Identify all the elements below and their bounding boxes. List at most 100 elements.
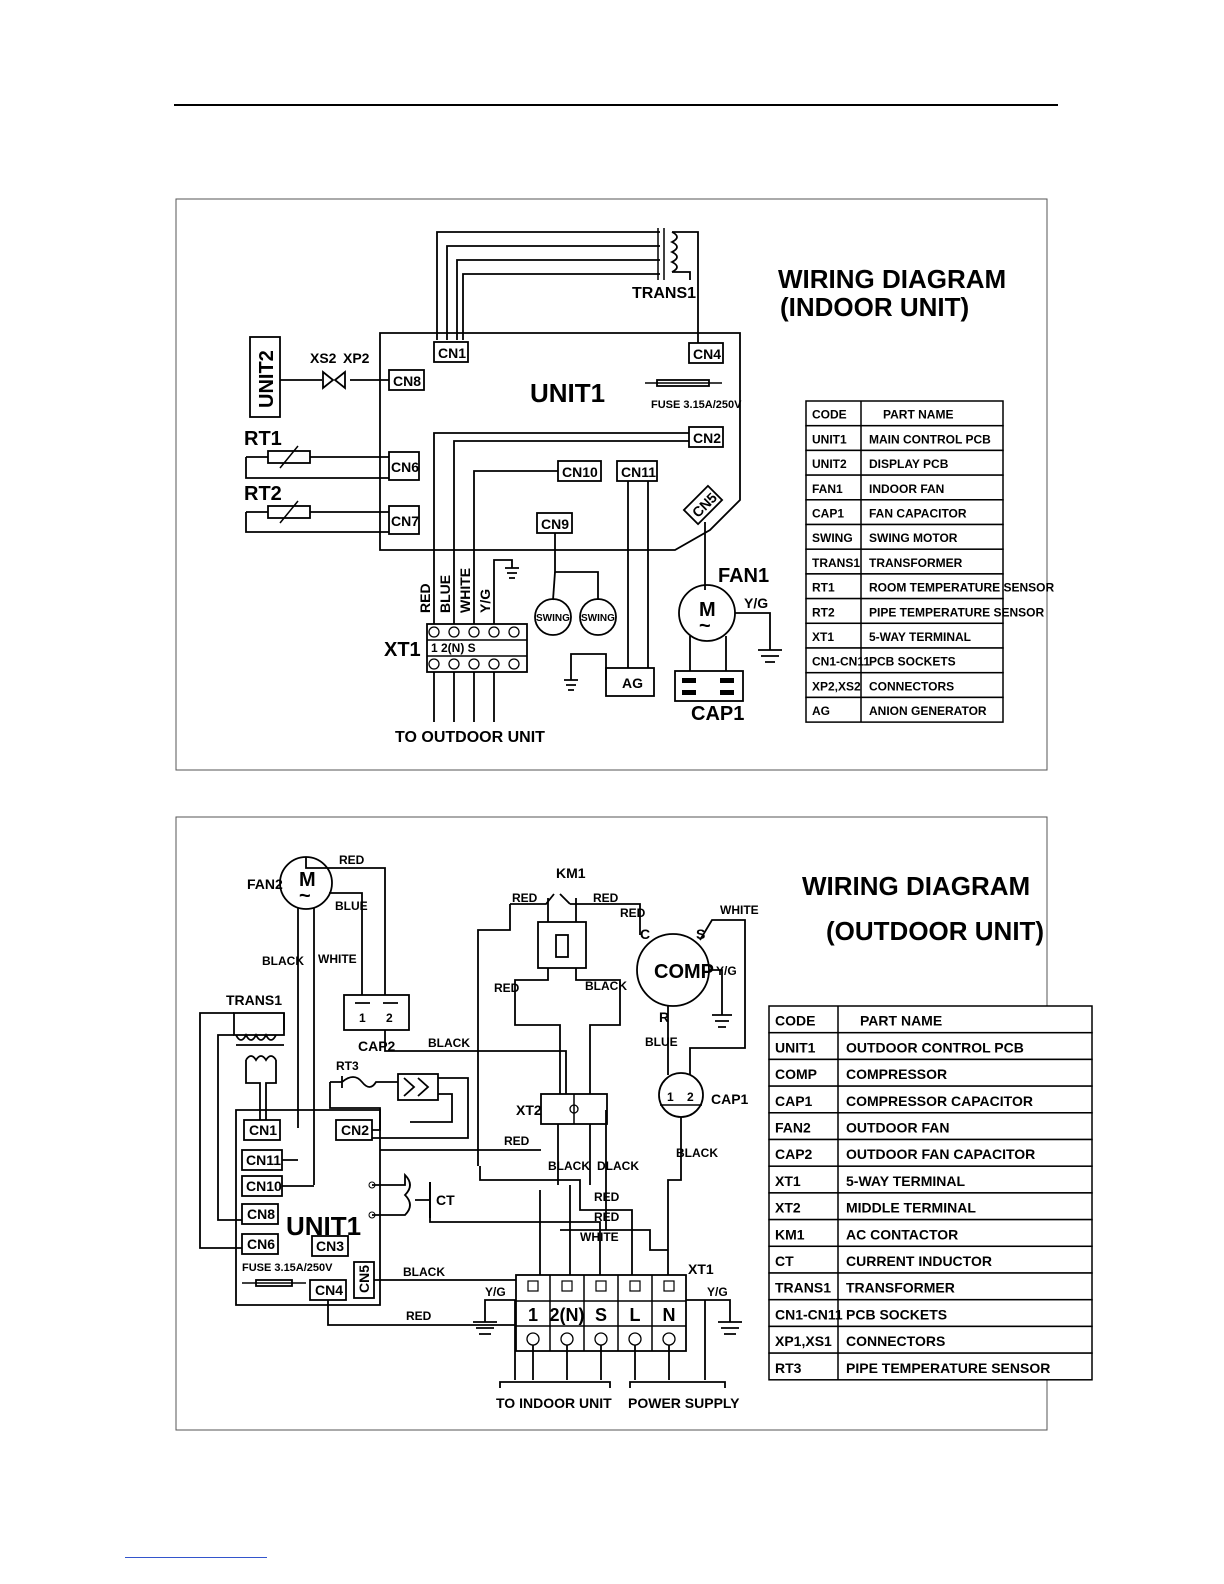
indoor-table-name-cell: 5-WAY TERMINAL bbox=[869, 630, 971, 644]
outdoor-km1-black: BLACK bbox=[585, 979, 627, 993]
outdoor-cn8 bbox=[241, 1203, 279, 1225]
outdoor-cn10-label: CN10 bbox=[246, 1178, 282, 1194]
indoor-fan1-label: FAN1 bbox=[718, 565, 769, 587]
outdoor-table-name-cell: CONNECTORS bbox=[846, 1333, 945, 1349]
indoor-fan1-yg-label: Y/G bbox=[744, 595, 768, 611]
indoor-cn2 bbox=[688, 426, 724, 448]
xt1-top-pin bbox=[629, 1280, 641, 1292]
outdoor-cn6-label: CN6 bbox=[247, 1236, 275, 1252]
outdoor-comp-red: RED bbox=[620, 906, 646, 920]
outdoor-ct-label: CT bbox=[436, 1192, 455, 1208]
outdoor-xt1-yg-left: Y/G bbox=[485, 1285, 506, 1299]
indoor-table-code-cell: FAN1 bbox=[812, 482, 843, 496]
outdoor-trans1-label: TRANS1 bbox=[226, 992, 282, 1008]
indoor-table-code-cell: UNIT1 bbox=[812, 432, 847, 446]
outdoor-cap2 bbox=[343, 994, 410, 1031]
outdoor-xt2-black: BLACK bbox=[548, 1159, 590, 1173]
indoor-cap1-label: CAP1 bbox=[691, 703, 744, 725]
xt1-terminal-label: 1 bbox=[528, 1305, 538, 1325]
outdoor-cn5-label: CN5 bbox=[356, 1265, 372, 1293]
indoor-cn6-label: CN6 bbox=[391, 459, 419, 475]
indoor-rt1-label: RT1 bbox=[244, 428, 282, 450]
indoor-unit2-label: UNIT2 bbox=[256, 350, 278, 408]
outdoor-cn3 bbox=[311, 1235, 349, 1257]
indoor-cn7 bbox=[388, 505, 420, 535]
indoor-xt1-label: XT1 bbox=[384, 639, 421, 661]
outdoor-table-name-cell: OUTDOOR FAN CAPACITOR bbox=[846, 1146, 1035, 1162]
indoor-table-name-cell: CONNECTORS bbox=[869, 679, 954, 693]
indoor-cn9-label: CN9 bbox=[541, 516, 569, 532]
indoor-cn1 bbox=[433, 341, 469, 363]
outdoor-xt1-terminal bbox=[515, 1274, 687, 1352]
indoor-wire-white-label: WHITE bbox=[457, 568, 473, 613]
outdoor-cn5-black: BLACK bbox=[403, 1265, 445, 1279]
indoor-table-code-cell: XT1 bbox=[812, 630, 834, 644]
indoor-table-name-cell: PIPE TEMPERATURE SENSOR bbox=[869, 605, 1044, 619]
outdoor-to-indoor-label: TO INDOOR UNIT bbox=[496, 1395, 612, 1411]
outdoor-title-line1: WIRING DIAGRAM bbox=[802, 871, 1030, 901]
outdoor-cap2-pin1: 1 bbox=[359, 1011, 366, 1025]
indoor-cn11 bbox=[616, 460, 658, 482]
outdoor-wiring-diagram: WIRING DIAGRAM (OUTDOOR UNIT) M ~ FAN2 R… bbox=[175, 816, 1093, 1431]
indoor-to-outdoor-label: TO OUTDOOR UNIT bbox=[395, 729, 545, 746]
outdoor-table-header-code: CODE bbox=[775, 1013, 815, 1029]
outdoor-comp-s: S bbox=[696, 926, 705, 942]
indoor-cn10-label: CN10 bbox=[562, 464, 598, 480]
indoor-cn1-label: CN1 bbox=[438, 345, 466, 361]
indoor-table-code-cell: XP2,XS2 bbox=[812, 679, 861, 693]
indoor-table-name-cell: SWING MOTOR bbox=[869, 531, 958, 545]
outdoor-comp-blue: BLUE bbox=[645, 1035, 678, 1049]
outdoor-comp-c: C bbox=[640, 926, 650, 942]
outdoor-table-code-cell: KM1 bbox=[775, 1226, 805, 1242]
outdoor-table-name-cell: PCB SOCKETS bbox=[846, 1306, 947, 1322]
outdoor-table-name-cell: MIDDLE TERMINAL bbox=[846, 1200, 976, 1216]
indoor-table-name-cell: INDOOR FAN bbox=[869, 482, 944, 496]
outdoor-rt3-connector bbox=[397, 1073, 439, 1101]
outdoor-cap1 bbox=[658, 1072, 704, 1118]
indoor-table-name-cell: DISPLAY PCB bbox=[869, 457, 949, 471]
outdoor-ct-red-2: RED bbox=[594, 1210, 620, 1224]
outdoor-km1-red-right: RED bbox=[593, 891, 619, 905]
indoor-unit1-board bbox=[379, 332, 741, 551]
outdoor-cn4-red: RED bbox=[406, 1309, 432, 1323]
outdoor-table-code-cell: CT bbox=[775, 1253, 794, 1269]
indoor-cn6 bbox=[388, 451, 420, 481]
outdoor-title-line2: (OUTDOOR UNIT) bbox=[826, 916, 1044, 946]
outdoor-table-name-cell: TRANSFORMER bbox=[846, 1280, 955, 1296]
outdoor-cn2-label: CN2 bbox=[341, 1122, 369, 1138]
indoor-wire-blue-label: BLUE bbox=[437, 575, 453, 613]
outdoor-fan2-m: M bbox=[299, 869, 316, 891]
indoor-wire-red-label: RED bbox=[417, 583, 433, 613]
outdoor-cn6 bbox=[241, 1233, 279, 1255]
outdoor-comp-white: WHITE bbox=[720, 903, 759, 917]
xt1-terminal-label: N bbox=[663, 1305, 676, 1325]
indoor-xt1-terminal-labels: 1 2(N) S bbox=[431, 641, 476, 655]
outdoor-cn4-label: CN4 bbox=[315, 1282, 343, 1298]
indoor-title-line2: (INDOOR UNIT) bbox=[780, 292, 969, 322]
xt1-top-pin bbox=[663, 1280, 675, 1292]
header-rule bbox=[174, 104, 1058, 106]
outdoor-cap1-pin1: 1 bbox=[667, 1090, 674, 1104]
indoor-unit2 bbox=[249, 336, 281, 418]
indoor-xp2-label: XP2 bbox=[343, 350, 370, 366]
indoor-cn4 bbox=[688, 342, 724, 364]
outdoor-cap2-black: BLACK bbox=[428, 1036, 470, 1050]
indoor-swing-motor-2 bbox=[579, 598, 617, 636]
xt1-top-pin bbox=[527, 1280, 539, 1292]
outdoor-ground-left bbox=[473, 1321, 497, 1335]
indoor-ground-2 bbox=[564, 679, 578, 691]
indoor-table-header-code: CODE bbox=[812, 408, 847, 422]
outdoor-table-code-cell: FAN2 bbox=[775, 1120, 811, 1136]
indoor-cn4-label: CN4 bbox=[693, 346, 721, 362]
outdoor-table-name-cell: AC CONTACTOR bbox=[846, 1226, 958, 1242]
outdoor-ground-right bbox=[718, 1321, 742, 1335]
outdoor-fan2-white: WHITE bbox=[318, 952, 357, 966]
outdoor-xt2-black-right: DLACK bbox=[597, 1159, 639, 1173]
indoor-table-name-cell: ROOM TEMPERATURE SENSOR bbox=[869, 581, 1054, 595]
outdoor-ct-red-1: RED bbox=[594, 1190, 620, 1204]
outdoor-xt1-label: XT1 bbox=[688, 1261, 714, 1277]
indoor-table-code-cell: AG bbox=[812, 704, 830, 718]
indoor-fan1-tilde: ~ bbox=[699, 615, 711, 637]
indoor-cap1 bbox=[674, 670, 744, 702]
